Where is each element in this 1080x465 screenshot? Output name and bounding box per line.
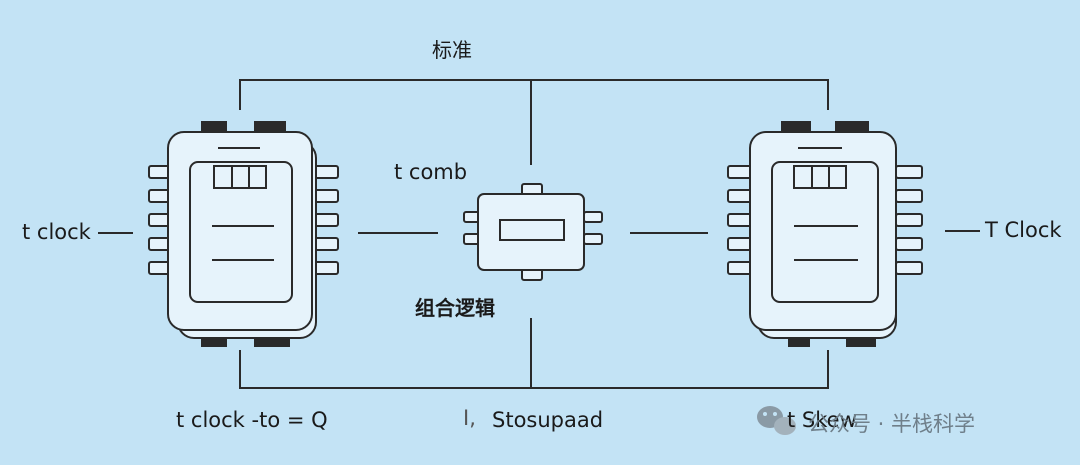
watermark-text: 公众号 · 半栈科学: [808, 412, 976, 436]
left-flip-flop-chip: [148, 121, 339, 347]
right-chip-top-pins: [781, 121, 869, 133]
clock-to-q-label: t clock -to = Q: [176, 408, 328, 432]
right-flip-flop-chip: [727, 121, 923, 347]
right-clock-label: T Clock: [985, 218, 1062, 242]
left-chip-top-pins: [201, 121, 286, 133]
mid-mark-label: I,: [463, 406, 476, 430]
combinational-logic-block: [463, 183, 603, 281]
combinational-logic-label: 组合逻辑: [415, 296, 495, 320]
right-chip-bottom-pins: [788, 337, 876, 347]
skew-label: t Skew: [787, 408, 857, 432]
top-standard-label: 标准: [432, 38, 472, 62]
left-chip-bottom-pins: [201, 337, 290, 347]
wechat-icon: [757, 406, 796, 435]
t-comb-label: t comb: [394, 160, 468, 184]
bottom-return-lines: [239, 318, 829, 389]
top-feedback-lines: [239, 79, 829, 165]
left-clock-label: t clock: [22, 220, 91, 244]
setup-label: Stosupaad: [492, 408, 604, 432]
